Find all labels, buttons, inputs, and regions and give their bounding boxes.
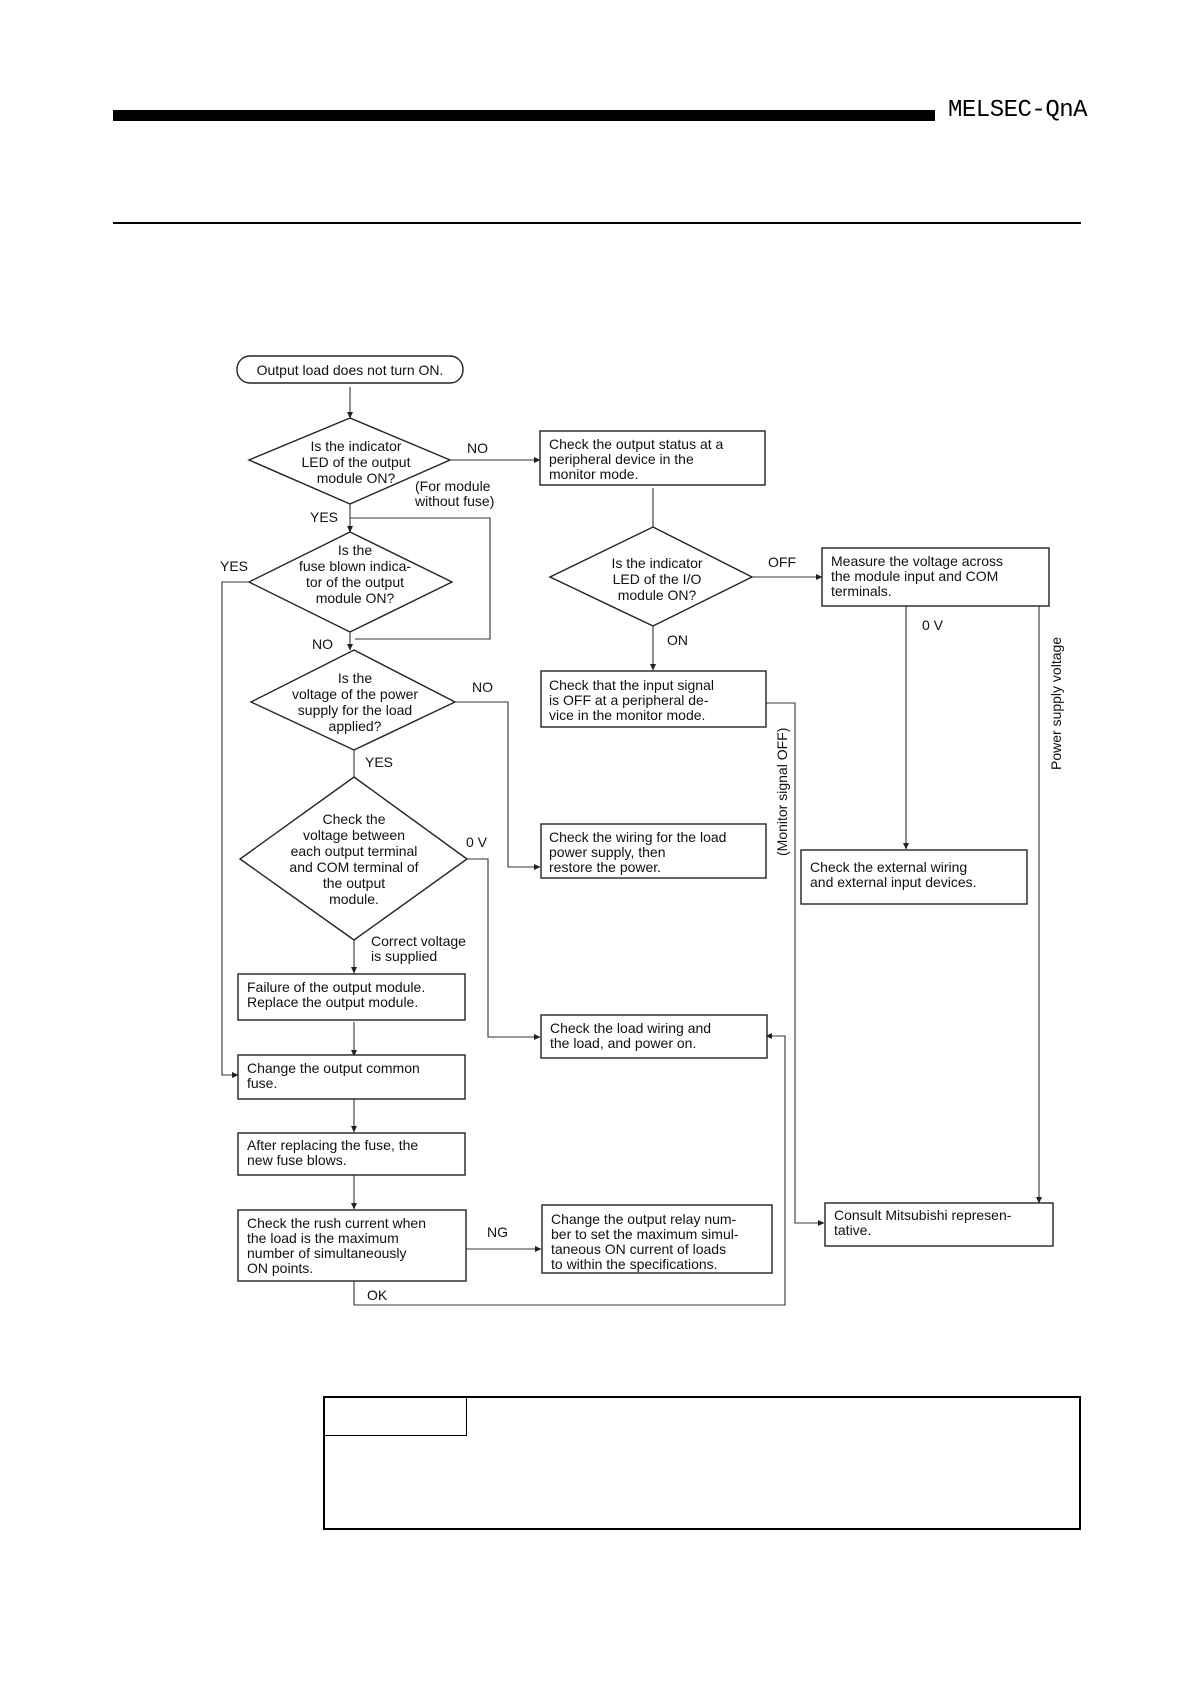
conn-d2-yes-change-fuse xyxy=(221,581,250,1078)
text-d4-0v: 0 V xyxy=(466,834,488,850)
box-after-fuse xyxy=(237,1132,466,1176)
start-terminal xyxy=(236,355,464,384)
conn-no-fuse-bypass xyxy=(350,517,491,640)
text-d2-yes: YES xyxy=(220,558,248,574)
text-b-consult: Consult Mitsubishi represen-tative. xyxy=(834,1207,1012,1238)
conn-d4-0v-load-wiring xyxy=(467,858,541,1040)
text-d3-yes: YES xyxy=(365,754,393,770)
flowchart-texts: Output load does not turn ON. Is the indi… xyxy=(220,362,1064,1303)
box-wiring-power xyxy=(540,823,767,879)
note-tab xyxy=(325,1398,467,1436)
box-monitor xyxy=(539,430,766,486)
text-d5-off: OFF xyxy=(768,554,796,570)
connectors xyxy=(221,387,1042,1306)
decision-d5 xyxy=(548,526,754,627)
text-start: Output load does not turn ON. xyxy=(257,362,444,378)
conn-input-consult xyxy=(766,702,825,1226)
text-d3-no: NO xyxy=(472,679,493,695)
text-d1-no: NO xyxy=(467,440,488,456)
decision-d1 xyxy=(247,417,452,505)
decision-d2 xyxy=(247,531,454,633)
box-external xyxy=(800,849,1028,905)
box-failure xyxy=(237,973,466,1021)
text-monitor-signal-off: (Monitor signal OFF) xyxy=(774,728,790,856)
box-change-fuse xyxy=(237,1054,466,1100)
text-power-supply-voltage: Power supply voltage xyxy=(1048,637,1064,770)
text-b-relay: Change the output relay num-ber to set t… xyxy=(551,1211,739,1272)
box-rush xyxy=(237,1209,467,1282)
conn-d3-no-wiring xyxy=(455,701,541,870)
section-rule xyxy=(113,222,1081,224)
box-input-signal xyxy=(540,670,767,728)
text-ok: OK xyxy=(367,1287,388,1303)
text-d5-on: ON xyxy=(667,632,688,648)
text-d1-yes: YES xyxy=(310,509,338,525)
conn-rush-ok-load-wiring xyxy=(353,1033,786,1306)
text-zero-v: 0 V xyxy=(922,617,944,633)
box-relay xyxy=(541,1204,773,1274)
decision-d3 xyxy=(249,649,457,751)
header-bar xyxy=(113,110,935,121)
box-measure xyxy=(821,547,1050,607)
decision-d4 xyxy=(238,776,469,941)
brand-title: MELSEC-QnA xyxy=(948,97,1088,124)
box-load-wiring xyxy=(540,1014,768,1059)
text-ng: NG xyxy=(487,1224,508,1240)
text-d2-no: NO xyxy=(312,636,333,652)
box-consult xyxy=(824,1202,1054,1247)
text-b-failure: Failure of the output module.Replace the… xyxy=(247,979,425,1010)
note-box xyxy=(323,1396,1081,1530)
